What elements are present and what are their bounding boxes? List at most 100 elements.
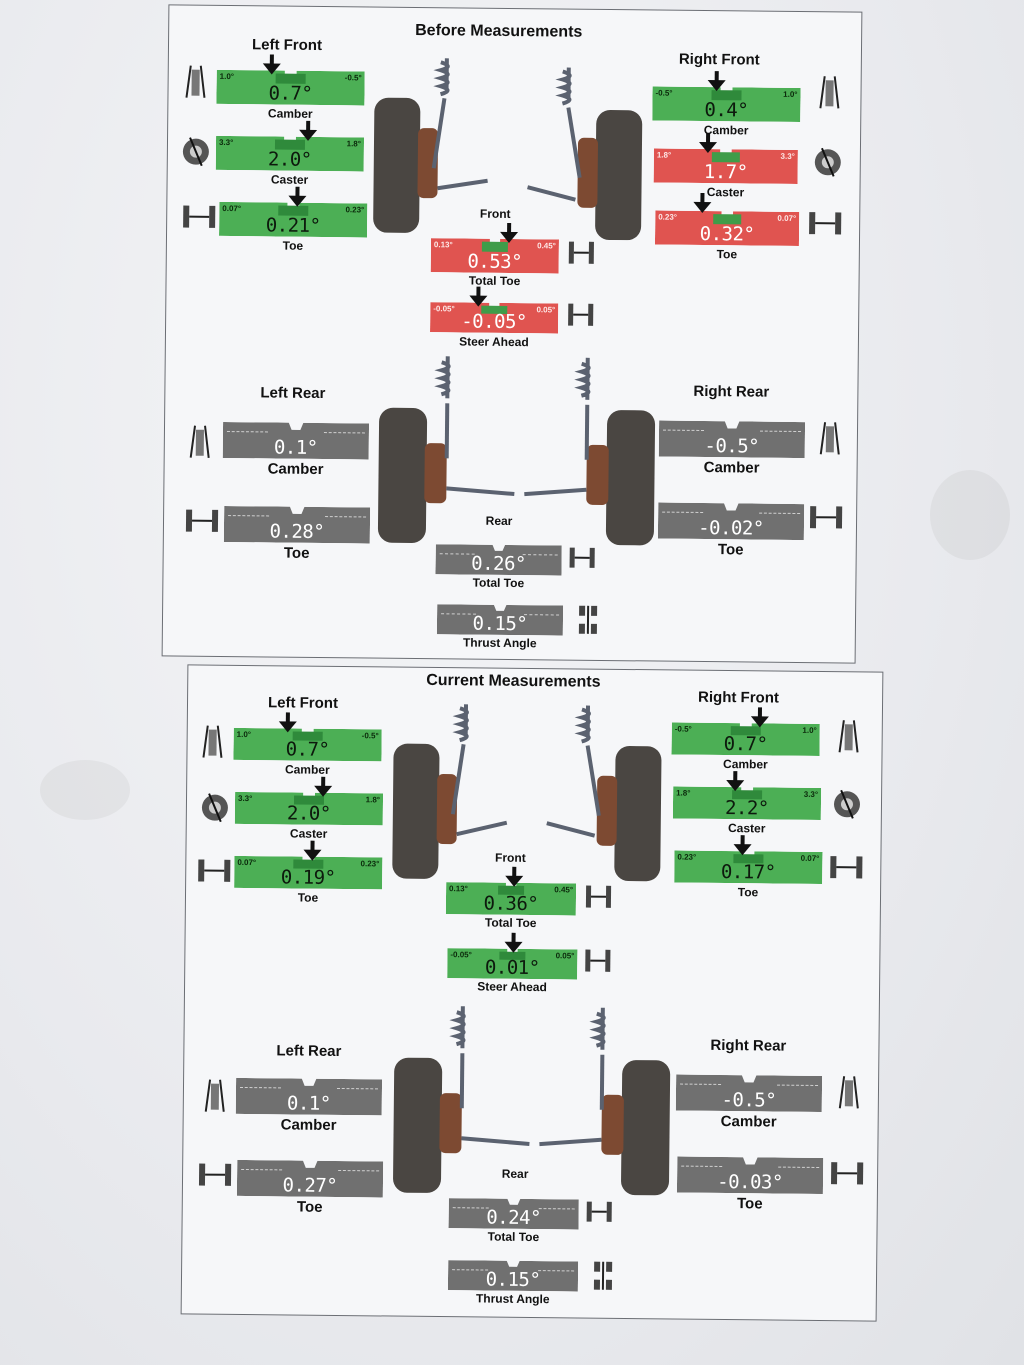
left-rear-heading: Left Rear <box>260 384 326 403</box>
gauge-label: Camber <box>703 122 749 138</box>
camber-wheel-icon <box>185 65 206 98</box>
gauge-value: -0.05° <box>461 310 528 334</box>
gauge-min-value: 0.13° <box>433 240 453 250</box>
gauge-label: Total Toe <box>484 915 537 931</box>
right-rear-heading: Right Rear <box>710 1036 787 1055</box>
caster-wheel-icon <box>833 789 860 819</box>
left-rear-heading: Left Rear <box>276 1042 342 1061</box>
gauge-value: 0.21° <box>265 214 321 237</box>
rf-toe-gauge: 0.23° 0.07° 0.17° Toe <box>674 850 822 899</box>
gauge-min-value: 0.23° <box>658 212 678 222</box>
gauge-value: 0.24° <box>486 1206 542 1230</box>
gauge-min-value: 1.8° <box>676 788 691 798</box>
rr-toe-gauge: -0.02° Toe <box>658 503 804 558</box>
gauge-max-value: -0.5° <box>361 731 379 741</box>
rear-suspension-diagram <box>377 356 656 546</box>
thrust-angle-gauge: 0.15° Thrust Angle <box>448 1260 578 1306</box>
gauge-label: Toe <box>737 885 759 900</box>
camber-wheel-icon <box>819 422 840 455</box>
camber-wheel-icon <box>819 76 840 109</box>
gauge-value: 0.26° <box>471 552 527 576</box>
gauge-max-value: 0.45° <box>554 885 574 895</box>
gauge-label: Camber <box>267 460 324 479</box>
gauge-value: 0.17° <box>720 860 776 884</box>
lr-toe-gauge: 0.28° Toe <box>224 506 370 562</box>
lr-camber-gauge: 0.1° Camber <box>236 1078 382 1134</box>
caster-wheel-icon <box>814 147 841 177</box>
gauge-value: 0.27° <box>282 1174 338 1197</box>
current-panel: Current Measurements Left Front Right Fr… <box>180 664 884 1322</box>
gauge-max-value: 1.8° <box>365 795 381 805</box>
camber-wheel-icon <box>204 1079 225 1112</box>
lr-camber-gauge: 0.1° Camber <box>223 422 369 478</box>
toe-wheels-icon <box>183 205 216 228</box>
steer-ahead-gauge: -0.05° 0.05° 0.01° Steer Ahead <box>447 948 577 994</box>
panel-title: Current Measurements <box>426 671 601 691</box>
gauge-label: Camber <box>722 756 768 772</box>
rf-camber-gauge: -0.5° 1.0° 0.7° Camber <box>672 722 820 771</box>
gauge-value: 0.4° <box>704 99 749 122</box>
gauge-label: Total Toe <box>487 1229 540 1245</box>
gauge-value: 0.15° <box>485 1268 541 1292</box>
gauge-value: 0.19° <box>280 866 336 889</box>
gauge-label: Toe <box>717 541 744 559</box>
gauge-value: -0.5° <box>721 1088 777 1112</box>
gauge-min-value: 0.13° <box>449 884 468 894</box>
gauge-max-value: 1.0° <box>783 89 798 99</box>
steer-ahead-icon <box>585 949 611 972</box>
gauge-value: 2.2° <box>724 797 769 820</box>
lf-caster-gauge: 3.3° 1.8° 2.0° Caster <box>216 136 364 187</box>
toe-wheels-icon <box>831 1162 864 1185</box>
toe-wheels-icon <box>185 509 219 532</box>
gauge-min-value: 1.0° <box>236 729 252 740</box>
gauge-min-value: 3.3° <box>237 793 253 804</box>
paper-stain <box>930 470 1010 560</box>
gauge-label: Thrust Angle <box>475 1291 550 1307</box>
rear-total-toe-icon <box>569 547 595 568</box>
gauge-value: 0.36° <box>483 892 539 916</box>
rf-caster-gauge: 1.8° 3.3° 2.2° Caster <box>673 786 821 835</box>
gauge-label: Steer Ahead <box>459 334 529 350</box>
thrust-angle-gauge: 0.15° Thrust Angle <box>437 604 563 650</box>
gauge-label: Camber <box>703 459 760 477</box>
gauge-min-value: 0.07° <box>222 203 242 214</box>
gauge-max-value: 0.07° <box>777 213 797 223</box>
lr-toe-gauge: 0.27° Toe <box>237 1160 383 1216</box>
camber-wheel-icon <box>202 725 223 758</box>
front-suspension-diagram <box>392 704 662 882</box>
caster-wheel-icon <box>201 793 228 823</box>
right-rear-heading: Right Rear <box>693 382 770 401</box>
gauge-min-value: 3.3° <box>218 137 234 148</box>
rear-total-toe-gauge: 0.24° Total Toe <box>449 1198 579 1244</box>
thrust-angle-icon <box>593 1261 613 1290</box>
gauge-min-value: 0.07° <box>237 857 257 868</box>
gauge-value: 0.28° <box>269 520 325 544</box>
toe-wheels-icon <box>809 506 843 529</box>
camber-wheel-icon <box>838 720 859 753</box>
rf-toe-gauge: 0.23° 0.07° 0.32° Toe <box>655 210 799 261</box>
rf-caster-gauge: 1.8° 3.3° 1.7° Caster <box>654 148 798 199</box>
gauge-min-value: -0.5° <box>674 724 692 734</box>
gauge-value: -0.03° <box>717 1170 783 1194</box>
gauge-max-value: 0.23° <box>345 205 365 215</box>
gauge-max-value: 3.3° <box>780 151 795 161</box>
rr-toe-gauge: -0.03° Toe <box>677 1157 823 1212</box>
gauge-label: Toe <box>297 890 319 905</box>
toe-wheels-icon <box>198 1163 232 1186</box>
gauge-label: Toe <box>282 238 304 253</box>
toe-wheels-icon <box>198 859 231 882</box>
gauge-min-value: -0.5° <box>655 88 673 98</box>
gauge-value: -0.02° <box>698 516 764 540</box>
lf-caster-gauge: 3.3° 1.8° 2.0° Caster <box>235 792 383 841</box>
gauge-label: Toe <box>283 544 310 562</box>
gauge-value: 1.7° <box>703 161 748 184</box>
toe-wheels-icon <box>809 212 842 235</box>
total-toe-icon <box>585 885 612 908</box>
rr-camber-gauge: -0.5° Camber <box>676 1075 822 1131</box>
right-front-heading: Right Front <box>698 688 780 707</box>
gauge-label: Total Toe <box>468 273 521 289</box>
gauge-label: Caster <box>270 172 309 187</box>
gauge-max-value: -0.5° <box>344 73 362 83</box>
front-total-toe-gauge: 0.13° 0.45° 0.53° Total Toe <box>431 238 559 288</box>
rr-camber-gauge: -0.5° Camber <box>659 421 805 477</box>
